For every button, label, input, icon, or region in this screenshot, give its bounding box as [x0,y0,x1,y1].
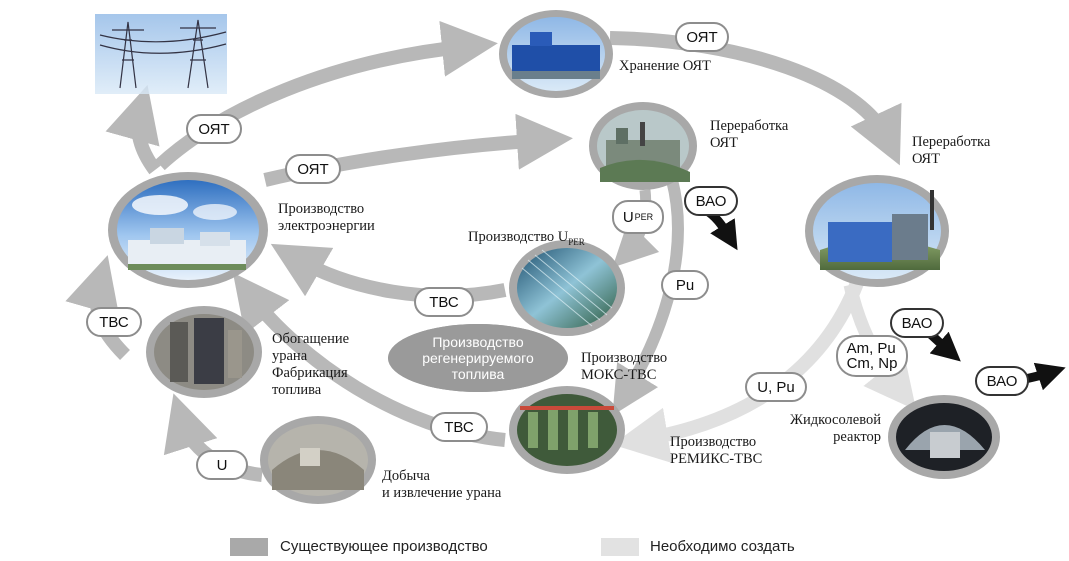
plant-icon [589,102,697,190]
arrow-power-to-lines [105,85,161,175]
label-regen-fuel: Производство регенерируемого топлива [388,324,568,392]
label-enrichment: Обогащение урана Фабрикация топлива [272,331,350,398]
label-reprocessing-2: Переработка ОЯТ [912,134,991,167]
label-mining: Добыча и извлечение урана [382,468,502,501]
label-power-production: Производство электроэнергии [278,201,375,234]
legend-swatch-existing [230,538,268,556]
legend-swatch-needed [601,538,639,556]
label-sf-storage: Хранение ОЯТ [619,58,711,74]
legend-label-existing: Существующее производство [280,538,488,555]
arrow-uper-to-power [270,243,507,303]
pill-u-pu: U, Pu [745,372,807,402]
label-remix: Производство РЕМИКС-ТВС [670,434,763,467]
pill-tvs-1: ТВС [414,287,474,317]
pill-uper-u: U [622,208,634,226]
reactor-icon [888,395,1000,479]
power-plant-icon [108,172,268,288]
label-uper-prefix: Производство U [468,229,569,245]
pill-vao-3: ВАО [975,366,1029,396]
storage-building-icon [499,10,613,98]
legend-label-needed: Необходимо создать [650,538,795,555]
arrow-power-to-storage [155,20,498,171]
pill-tvs-3: ТВС [430,412,488,442]
pill-vao-2: ВАО [890,308,944,338]
pill-vao-1: ВАО [684,186,738,216]
label-reprocessing-1: Переработка ОЯТ [710,118,789,151]
fuel-rods-icon [509,240,625,336]
pill-pu: Pu [661,270,709,300]
pill-ojat-top: ОЯТ [675,22,729,52]
pill-uper-sub: PER [634,212,654,222]
pill-ojat-mid: ОЯТ [285,154,341,184]
pill-minor-actinides: Am, Pu Cm, Np [836,335,908,377]
pill-u: U [196,450,248,480]
assembly-line-icon [509,386,625,474]
label-moks: Производство МОКС-ТВС [581,350,668,383]
pill-ojat-left: ОЯТ [186,114,242,144]
label-msr: Жидкосолевой реактор [790,412,881,445]
factory-icon [805,175,949,287]
mine-icon [260,416,376,504]
label-uper-production: Производство UPER [468,212,585,251]
arrow-storage-to-reproc2 [609,31,902,166]
power-lines-icon [95,14,227,94]
enrichment-plant-icon [146,306,262,398]
pill-tvs-2: ТВС [86,307,142,337]
label-uper-sub: PER [568,236,585,247]
